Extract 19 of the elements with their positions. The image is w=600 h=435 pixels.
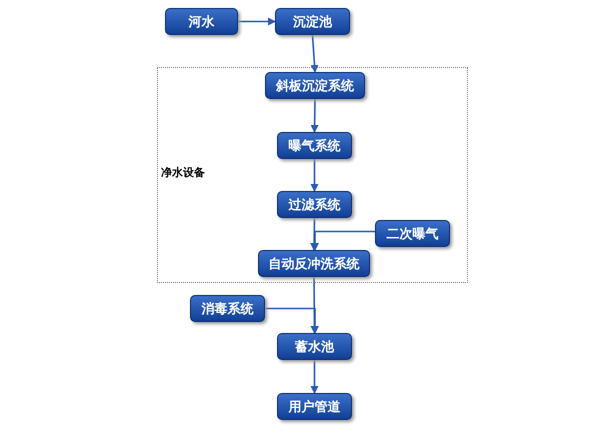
arrow: [265, 308, 319, 334]
arrow: [310, 98, 319, 133]
arrow: [310, 159, 318, 192]
process-box: 蓄水池: [277, 333, 352, 360]
process-box: 自动反冲洗系统: [258, 250, 370, 277]
process-box: 消毒系统: [190, 295, 265, 322]
process-box: 过滤系统: [277, 191, 352, 218]
process-box: 曝气系统: [277, 132, 352, 159]
dashed-group-frame: [157, 67, 468, 283]
arrow: [310, 360, 318, 394]
arrow: [310, 34, 319, 73]
process-box: 二次曝气: [375, 220, 450, 247]
group-heading: 净水设备: [161, 165, 205, 180]
process-box: 沉淀池: [275, 8, 350, 35]
arrow: [238, 18, 276, 26]
process-box: 用户管道: [277, 393, 352, 420]
arrow: [310, 218, 318, 251]
process-box: 河水: [165, 8, 238, 35]
process-box: 斜板沉淀系统: [265, 72, 365, 99]
